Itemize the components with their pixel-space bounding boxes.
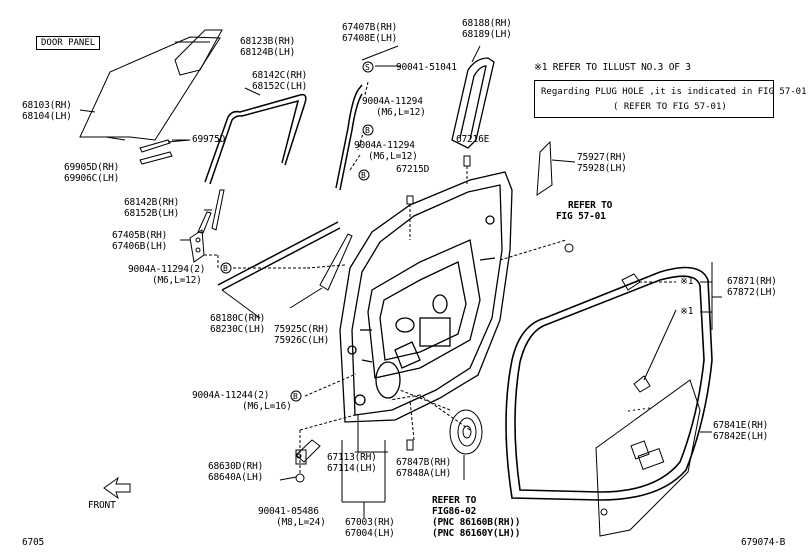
door-weatherstrip-strip bbox=[335, 84, 363, 191]
marker-b-3: B bbox=[223, 264, 228, 273]
label-75925: 75925C(RH)75926C(LH) bbox=[274, 324, 330, 346]
label-68180: 68180C(RH)68230C(LH) bbox=[210, 313, 266, 335]
glass-strips bbox=[105, 136, 191, 165]
label-69905: 69905D(RH)69906C(LH) bbox=[64, 162, 120, 184]
label-67215: 67215D bbox=[396, 164, 430, 175]
plug-note-line2: ( REFER TO FIG 57-01) bbox=[613, 102, 727, 112]
label-9004a-2: 9004A-11294(M6,L=12) bbox=[354, 140, 418, 162]
lower-channel bbox=[197, 189, 225, 234]
label-67113: 67113(RH)67114(LH) bbox=[327, 452, 377, 474]
label-9004a-11244: 9004A-11244(2)(M6,L=16) bbox=[192, 390, 292, 412]
marker-b-4: B bbox=[293, 392, 298, 401]
figure-code-left: 6705 bbox=[22, 537, 45, 548]
door-opening-seal bbox=[505, 266, 713, 501]
garnish-75927 bbox=[536, 140, 553, 196]
label-68123: 68123B(RH)68124B(LH) bbox=[240, 36, 296, 58]
label-69975: 69975D bbox=[192, 134, 226, 145]
label-9004a-1: 9004A-11294(M6,L=12) bbox=[362, 96, 426, 118]
label-note-1a: ※1 bbox=[680, 276, 694, 287]
title-box-text: DOOR PANEL bbox=[41, 38, 96, 48]
belt-moulding bbox=[217, 221, 341, 291]
label-note-1b: ※1 bbox=[680, 306, 694, 317]
front-arrow-icon bbox=[103, 476, 131, 500]
service-hole-cover bbox=[595, 379, 701, 537]
circled-markers: S B B B B bbox=[220, 61, 374, 483]
plug-note-line1: Regarding PLUG HOLE ,it is indicated in … bbox=[541, 87, 807, 97]
label-67407: 67407B(RH)67408E(LH) bbox=[342, 22, 398, 44]
label-67216: 67216E bbox=[456, 134, 490, 145]
label-67405: 67405B(RH)67406B(LH) bbox=[112, 230, 168, 252]
label-90041-05486: 90041-05486(M8,L=24) bbox=[258, 506, 326, 528]
label-67003: 67003(RH)67004(LH) bbox=[345, 517, 395, 539]
label-68103: 68103(RH)68104(LH) bbox=[22, 100, 72, 122]
label-67847: 67847B(RH)67848A(LH) bbox=[396, 457, 452, 479]
door-glass bbox=[79, 29, 223, 141]
refer-note: ※1 REFER TO ILLUST NO.3 OF 3 bbox=[534, 62, 691, 73]
label-9004a-left: 9004A-11294(2)(M6,L=12) bbox=[128, 264, 206, 286]
dashed-leaders bbox=[228, 81, 567, 478]
regulator-bracket bbox=[189, 229, 219, 268]
label-68142c: 68142C(RH)68152C(LH) bbox=[252, 70, 308, 92]
speaker bbox=[449, 409, 483, 455]
leader-75925 bbox=[289, 287, 323, 309]
marker-b-1: B bbox=[365, 126, 370, 135]
label-68630: 68630D(RH)68640A(LH) bbox=[208, 461, 264, 483]
label-90041-51041: 90041-51041 bbox=[396, 62, 457, 73]
marker-b-2: B bbox=[361, 171, 366, 180]
label-68188: 68188(RH)68189(LH) bbox=[462, 18, 512, 40]
label-68142b: 68142B(RH)68152B(LH) bbox=[124, 197, 180, 219]
door-inner-panel bbox=[339, 171, 513, 423]
front-label: FRONT bbox=[88, 500, 116, 511]
seal-clips bbox=[564, 243, 677, 393]
marker-s: S bbox=[365, 63, 370, 72]
solid-leaders bbox=[79, 41, 722, 518]
label-67871: 67871(RH)67872(LH) bbox=[727, 276, 777, 298]
plug-note-box: Regarding PLUG HOLE ,it is indicated in … bbox=[534, 80, 807, 118]
figure-code-right: 679074-B bbox=[741, 537, 786, 548]
label-75927: 75927(RH)75928(LH) bbox=[577, 152, 627, 174]
title-box: DOOR PANEL bbox=[36, 36, 101, 50]
label-67841: 67841E(RH)67842E(LH) bbox=[713, 420, 769, 442]
window-run-channel bbox=[204, 93, 307, 185]
door-garnish bbox=[319, 233, 353, 291]
frame-moulding bbox=[451, 57, 495, 149]
